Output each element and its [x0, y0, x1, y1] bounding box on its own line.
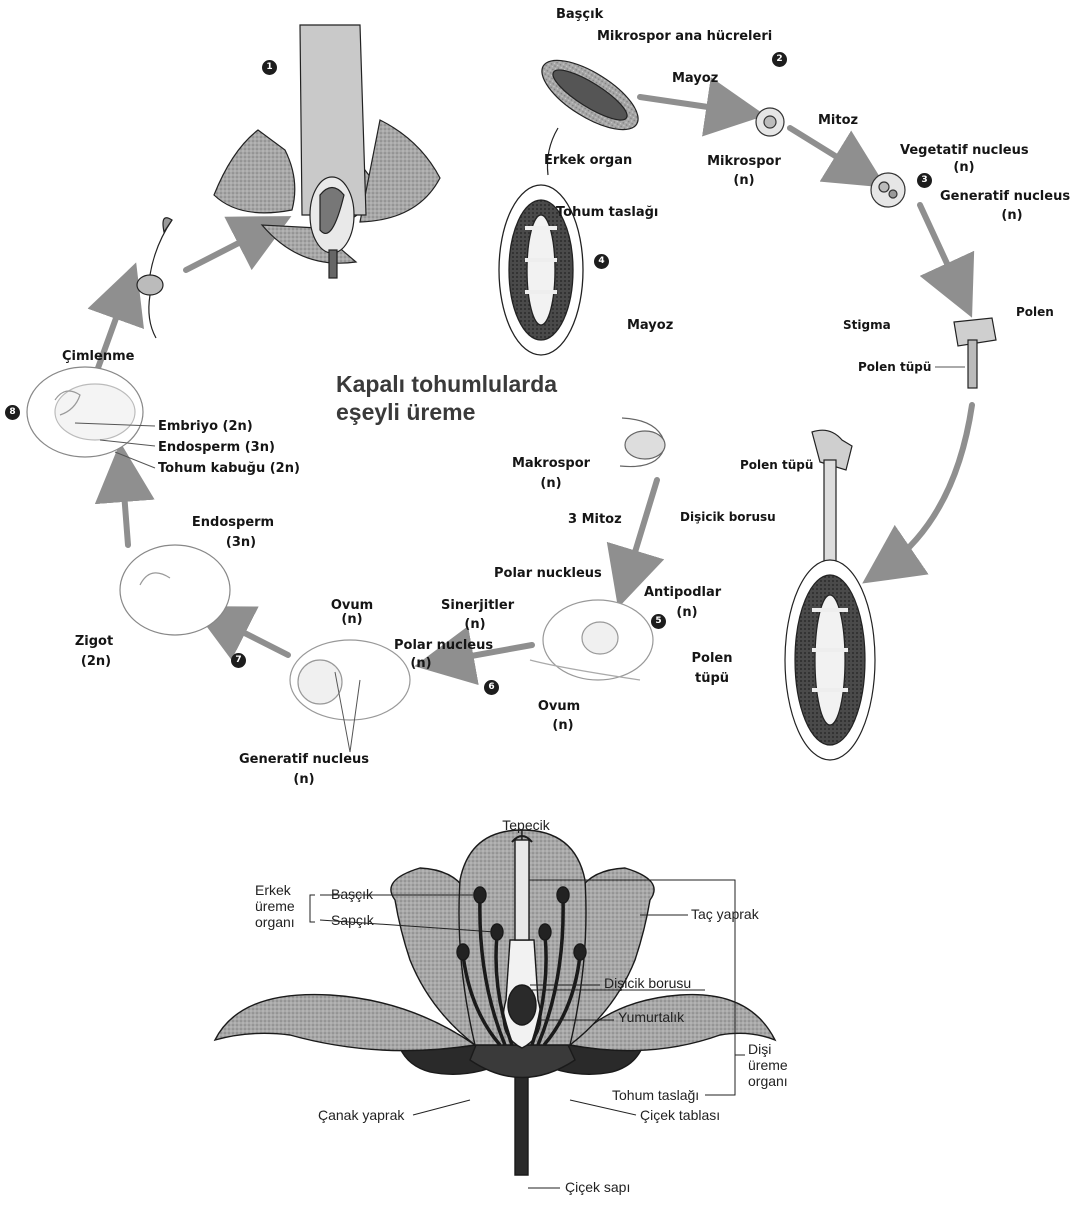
label-erkek: Erkek: [255, 883, 291, 898]
seedling-illustration: [137, 218, 172, 338]
label-endosperm: Endosperm: [192, 515, 274, 530]
arrow-to-ovule: [882, 405, 972, 570]
arrow-to-zygote: [213, 617, 288, 655]
label-endosperm-3n: Endosperm (3n): [158, 440, 275, 455]
step-1-badge: 1: [262, 60, 277, 75]
stem: [515, 1070, 528, 1175]
label-antipodlar: Antipodlar: [644, 585, 721, 600]
label-polar-nucleus: Polar nucleus: [394, 638, 493, 653]
pistil-illustration: [785, 430, 875, 760]
label-generatif-bottom-n: (n): [293, 772, 314, 787]
label-ovum-bottom: Ovum: [538, 699, 580, 714]
label-generatif-top-n: (n): [1001, 208, 1022, 223]
arrow-mitosis-top: [790, 128, 866, 175]
label-generatif-bottom: Generatif nucleus: [239, 752, 369, 767]
label-flower-bascik: Başçık: [331, 887, 373, 902]
zygote-illustration: [120, 545, 230, 635]
label-vegetatif-n: (n): [953, 160, 974, 175]
arrow-to-pollen: [920, 205, 962, 296]
label-ovum-bottom-n: (n): [552, 718, 573, 733]
label-disi-organi: organı: [748, 1074, 788, 1089]
label-canak-yaprak: Çanak yaprak: [318, 1108, 404, 1123]
ovary-seeds: [508, 985, 536, 1025]
label-makrospor-n: (n): [540, 476, 561, 491]
label-mikrospor-n: (n): [733, 173, 754, 188]
fertilization-embryo-sac: [290, 640, 410, 720]
style: [515, 840, 529, 940]
label-polen-tupu-3: Polen: [692, 651, 733, 666]
label-tohum-kabugu: Tohum kabuğu (2n): [158, 461, 300, 476]
step-3-badge: 3: [917, 173, 932, 188]
step-6-badge: 6: [484, 680, 499, 695]
label-sapcik: Sapçık: [331, 913, 374, 928]
label-generatif-top: Generatif nucleus: [940, 189, 1070, 204]
label-polen-tupu-2: Polen tüpü: [740, 458, 813, 473]
label-polar-nukleus: Polar nuckleus: [494, 566, 602, 581]
title-line1: Kapalı tohumlularda: [336, 370, 557, 398]
label-embriyo: Embriyo (2n): [158, 419, 253, 434]
label-tac-yaprak: Taç yaprak: [691, 907, 759, 922]
label-polen-tupu-3b: tüpü: [695, 671, 729, 686]
label-flower-disicik-borusu: Dişicik borusu: [604, 976, 691, 991]
arrow-meiosis-top: [640, 97, 742, 112]
label-makrospor: Makrospor: [512, 456, 590, 471]
step-2-badge: 2: [772, 52, 787, 67]
label-mikrospor-ana: Mikrospor ana hücreleri: [597, 29, 772, 44]
step-8-badge: 8: [5, 405, 20, 420]
embryo-sac-step5: [530, 600, 653, 680]
label-flower-tohum-taslagi: Tohum taslağı: [612, 1088, 699, 1103]
label-mayoz-mid: Mayoz: [627, 318, 673, 333]
arrow-makrospor-to-sac: [625, 480, 657, 585]
label-uc-mitoz: 3 Mitoz: [568, 512, 622, 527]
makrospor-illustration: [620, 418, 665, 467]
seed-illustration: [27, 367, 143, 457]
label-polen: Polen: [1016, 305, 1054, 320]
step-7-badge: 7: [231, 653, 246, 668]
label-disicik-borusu: Dişicik borusu: [680, 510, 776, 525]
label-tohum-taslagi: Tohum taslağı: [556, 205, 658, 220]
label-mikrospor: Mikrospor: [707, 154, 781, 169]
label-mitoz: Mitoz: [818, 113, 858, 128]
pollen-grain-illustration: [871, 173, 905, 207]
label-disi-ureme: üreme: [748, 1058, 788, 1073]
arrow-to-flower: [186, 227, 270, 270]
label-polar-nucleus-n: (n): [410, 656, 431, 671]
label-cimlenme: Çimlenme: [62, 349, 134, 364]
label-mayoz-top: Mayoz: [672, 71, 718, 86]
label-antipodlar-n: (n): [676, 605, 697, 620]
label-tepecik: Tepecik: [502, 818, 549, 833]
label-polen-tupu-1: Polen tüpü: [858, 360, 931, 375]
label-vegetatif: Vegetatif nucleus: [900, 143, 1029, 158]
label-zigot: Zigot: [75, 634, 113, 649]
diagram-title: Kapalı tohumlularda eşeyli üreme: [336, 370, 557, 426]
microspore-illustration: [756, 108, 784, 136]
bottom-flower-diagram: [215, 830, 775, 1175]
label-erkek-organ: Erkek organ: [544, 153, 632, 168]
label-endosperm-n: (3n): [226, 535, 256, 550]
receptacle: [470, 1045, 575, 1078]
stigma-illustration: [954, 318, 996, 388]
label-ureme-m: üreme: [255, 899, 295, 914]
label-ovum-top: Ovum: [331, 598, 373, 613]
arrow-zygote-to-seed: [122, 466, 128, 545]
label-organi-m: organı: [255, 915, 295, 930]
label-sinerjitler-n: (n): [464, 617, 485, 632]
label-zigot-n: (2n): [81, 654, 111, 669]
label-cicek-sapi: Çiçek sapı: [565, 1180, 630, 1195]
label-bascik: Başçık: [556, 7, 603, 22]
label-cicek-tablasi: Çiçek tablası: [640, 1108, 720, 1123]
label-stigma: Stigma: [843, 318, 891, 333]
label-sinerjitler: Sinerjitler: [441, 598, 514, 613]
label-disi: Dişi: [748, 1042, 771, 1057]
label-ovum-top-n: (n): [341, 612, 362, 627]
step-4-badge: 4: [594, 254, 609, 269]
title-line2: eşeyli üreme: [336, 398, 557, 426]
step-5-badge: 5: [651, 614, 666, 629]
label-yumurtalik: Yumurtalık: [618, 1010, 684, 1025]
